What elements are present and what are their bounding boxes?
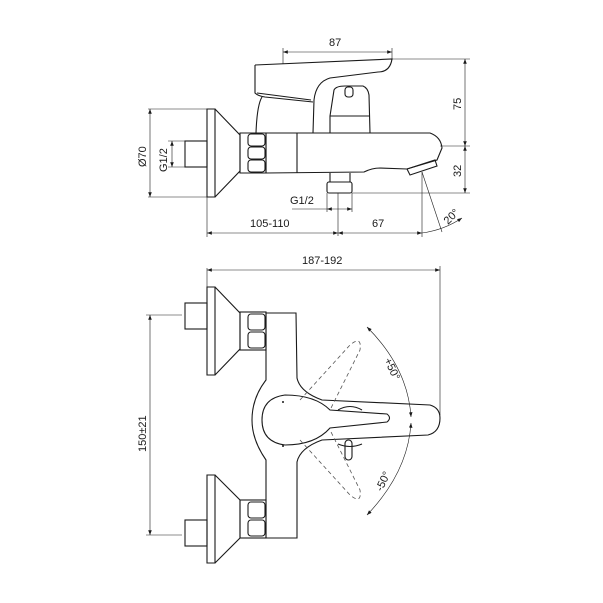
dim-overall-depth: 187-192 (302, 255, 342, 267)
side-view: 87 Ø70 G1/2 75 32 G1/2 105-110 67 20° (137, 37, 470, 237)
dim-handle-reach: 87 (329, 37, 341, 49)
spout-aerator (406, 159, 438, 176)
mixer-body (265, 132, 443, 174)
dim-outlet-thread: G1/2 (290, 195, 314, 207)
dim-height-upper: 75 (452, 98, 464, 110)
handle-position-minus50 (299, 429, 361, 500)
lever-handle-top (261, 394, 391, 446)
lever-handle (254, 58, 393, 134)
dim-rotation-minus: -50° (374, 470, 393, 493)
dim-height-lower: 32 (452, 165, 464, 177)
lower-wall-flange (206, 474, 241, 564)
outlet-connector (326, 181, 353, 194)
dim-outlet-to-spout: 67 (372, 218, 384, 230)
handle-position-plus50 (299, 340, 361, 411)
wall-flange (206, 108, 216, 198)
dim-inlet-thread: G1/2 (158, 148, 170, 172)
dim-rotation-plus: +50° (381, 356, 402, 382)
upper-wall-flange (206, 286, 241, 376)
dim-centers: 150±21 (137, 415, 149, 452)
mixer-body-top (251, 312, 441, 539)
hex-nut (239, 132, 267, 174)
inlet-stub (184, 140, 208, 168)
dim-wall-to-outlet: 105-110 (250, 218, 290, 230)
dim-flange-diameter: Ø70 (137, 146, 149, 167)
top-view: 187-192 +50° -50° 150±21 (137, 255, 441, 564)
cartridge-cover (329, 85, 371, 134)
dim-spout-angle: 20° (442, 207, 462, 227)
